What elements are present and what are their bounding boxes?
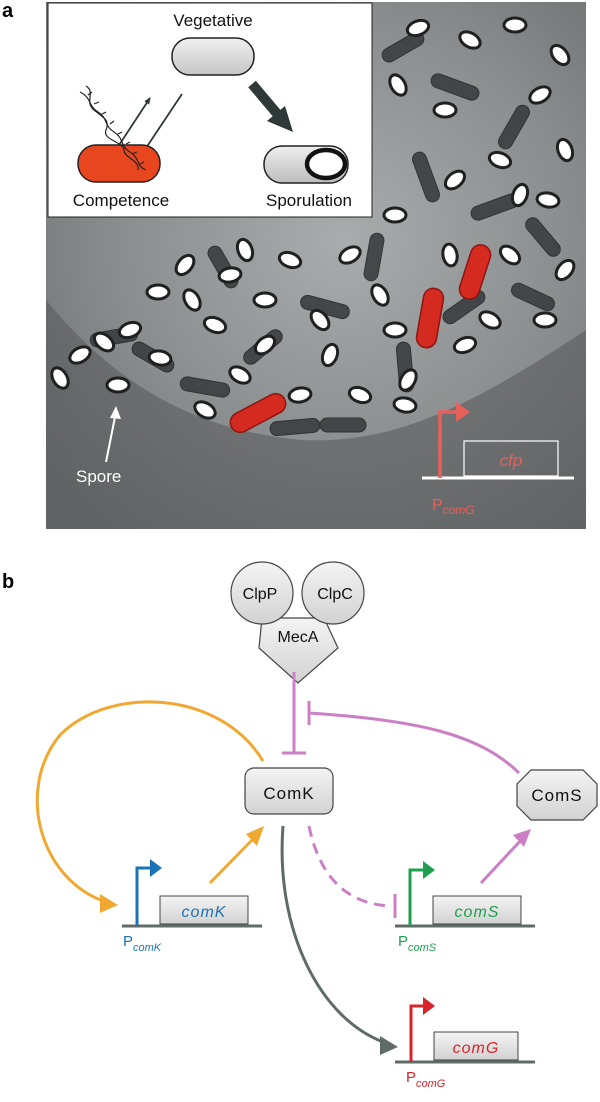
comk-autoactivation [35, 700, 265, 904]
cfp-reporter-construct: cfp PcomG [422, 402, 574, 517]
comk-gene-produces-comk [208, 834, 258, 885]
panel-b-network: ClpP ClpC MecA ComK ComS comK PcomK [35, 561, 598, 1090]
coms-gene: comS PcomS [395, 861, 535, 954]
panel-a-letter: a [2, 0, 14, 22]
spore-pointer-arrow [105, 411, 117, 463]
comk-gene: comK PcomK [122, 859, 262, 954]
coms-gene-produces-coms [479, 836, 525, 885]
coms-protein-label: ComS [531, 786, 582, 805]
protease-complex: ClpP ClpC MecA [230, 561, 365, 684]
endospore [304, 147, 348, 181]
coms-gene-label: comS [455, 904, 500, 921]
vegetative-cell [171, 37, 255, 76]
cfp-gene-label: cfp [500, 451, 523, 470]
vegetative-label: Vegetative [173, 11, 252, 30]
coms-protein-node [516, 769, 598, 821]
comk-activates-comg [280, 825, 387, 1045]
comk-represses-coms [307, 825, 393, 908]
pcomg-promoter-label-b: PcomG [406, 1069, 446, 1090]
bacteria-cluster [50, 16, 576, 437]
clpc-label: ClpC [317, 586, 353, 603]
cell-fate-inset: Vegetative Competence Sporulation [47, 2, 373, 218]
sporulation-label: Sporulation [266, 191, 352, 210]
coms-inhibits-meca [307, 711, 521, 775]
comg-gene-label: comG [453, 1040, 500, 1057]
clpc-node [301, 561, 365, 625]
competence-label: Competence [73, 191, 169, 210]
pcoms-promoter-label: PcomS [398, 933, 437, 954]
clpp-label: ClpP [243, 586, 278, 603]
comk-protein-label: ComK [263, 784, 314, 803]
clpp-node [230, 561, 294, 625]
comg-gene: comG PcomG [395, 997, 535, 1090]
panel-b-letter: b [2, 571, 15, 593]
panel-a-figure: Spore cfp PcomG Vegetative Com [46, 2, 586, 529]
dna-helix-icon [79, 85, 147, 171]
comk-protein-node [244, 767, 334, 815]
comk-gene-label: comK [182, 904, 227, 921]
spore-label: Spore [76, 467, 121, 486]
meca-label: MecA [278, 629, 319, 646]
pcomk-promoter-label: PcomK [123, 933, 162, 954]
competence-cell [77, 144, 161, 183]
meca-node [258, 617, 339, 684]
pcomg-promoter-label-a: PcomG [432, 497, 475, 517]
